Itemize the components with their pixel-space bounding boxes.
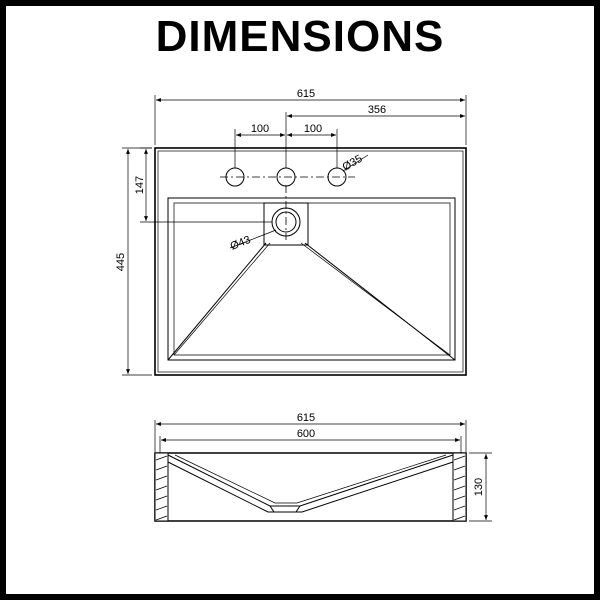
dim-height: 130 [473, 478, 485, 496]
right-wall-section [452, 452, 467, 522]
dim-drain-diameter: Ø43 [229, 234, 253, 253]
basin-rim [157, 150, 464, 373]
basin-outline [154, 147, 467, 376]
left-wall-section [154, 452, 169, 522]
slope-line-right [304, 242, 456, 361]
top-view: 615 356 100 100 Ø35 Ø43 147 445 [115, 88, 467, 376]
dim-overall-width: 615 [297, 88, 315, 100]
front-view: 615 600 [154, 412, 492, 522]
front-section-outline [154, 452, 467, 522]
leader-line [229, 229, 277, 249]
slope-line-left [167, 242, 267, 361]
drain-section [269, 505, 301, 513]
page-title: DIMENSIONS [155, 12, 445, 61]
dim-hole-spacing-right: 100 [304, 123, 322, 135]
slope-line-right-inner [300, 242, 451, 356]
dim-hole-offset: 147 [134, 176, 146, 194]
dim-inner-width: 600 [297, 428, 315, 440]
dim-to-center-hole: 356 [368, 104, 386, 116]
dim-outer-width: 615 [297, 412, 315, 424]
section-hatching [155, 455, 466, 521]
bowl-profile-surface [174, 454, 447, 504]
bowl-profile-outer [167, 454, 454, 507]
leader-line [342, 154, 369, 172]
slope-line-left-inner [173, 242, 271, 356]
dim-hole-diameter: Ø35 [341, 153, 365, 174]
dim-overall-depth: 445 [115, 253, 127, 271]
dim-hole-spacing-left: 100 [251, 123, 269, 135]
bowl-inner-edge [173, 202, 451, 356]
